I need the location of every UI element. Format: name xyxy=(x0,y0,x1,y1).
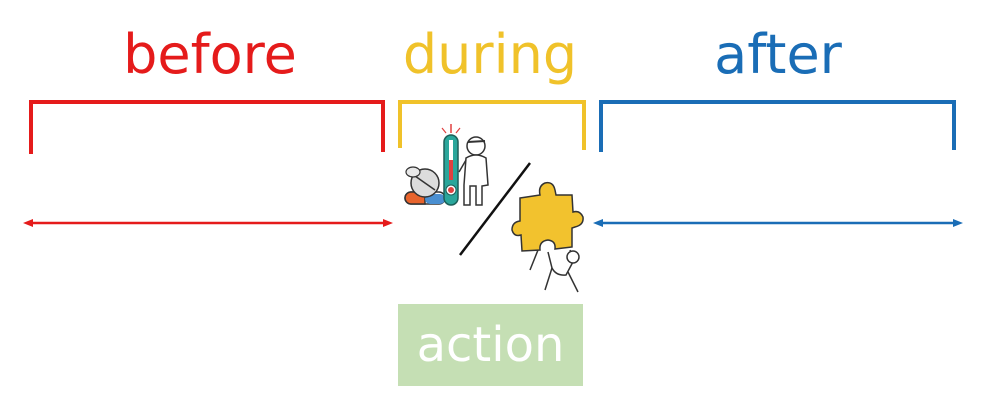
after-label: after xyxy=(714,23,842,86)
during-bracket xyxy=(398,100,586,150)
after-bracket xyxy=(599,100,956,152)
action-box: action xyxy=(398,304,583,386)
thermometer-patient-icon xyxy=(404,124,489,206)
action-label: action xyxy=(416,317,565,373)
before-label: before xyxy=(123,23,297,86)
during-label: during xyxy=(402,23,578,86)
before-bracket xyxy=(29,100,385,154)
slash-divider xyxy=(459,162,531,256)
puzzle-hand-icon xyxy=(511,181,584,293)
